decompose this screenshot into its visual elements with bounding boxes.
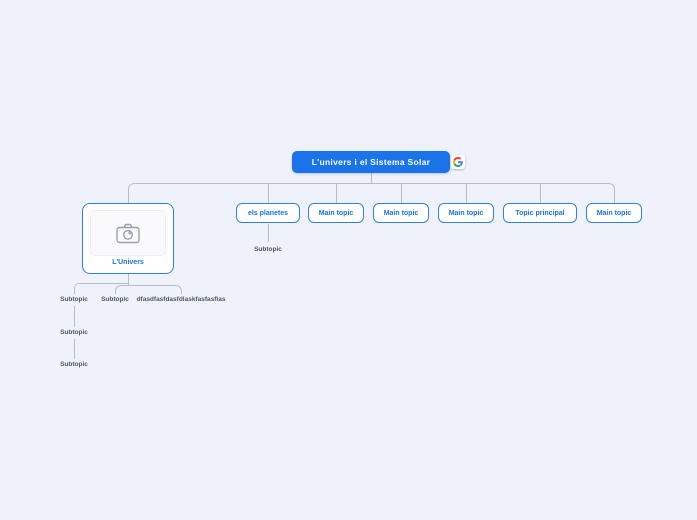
connector-drop: [267, 184, 269, 203]
subtopic-node[interactable]: Subtopic: [60, 296, 88, 303]
camera-icon: [116, 223, 140, 244]
topic-label: Topic principal: [515, 209, 565, 217]
connector-main-rail: [128, 183, 615, 203]
topic-node-topic-principal[interactable]: Topic principal: [503, 203, 577, 223]
connector-elsplanetes-stem: [267, 224, 269, 242]
google-logo-icon: [453, 157, 463, 167]
image-placeholder[interactable]: [90, 210, 166, 256]
connector-drop: [400, 184, 402, 203]
connector-drop: [539, 184, 541, 203]
connector-chain: [74, 339, 75, 359]
topic-node-main-2[interactable]: Main topic: [373, 203, 429, 223]
connector-sub-rail-left: [74, 283, 128, 294]
subtopic-node[interactable]: Subtopic: [60, 361, 88, 368]
connector-drop: [335, 184, 337, 203]
connector-imagenode-stem: [127, 274, 129, 285]
topic-label: Main topic: [448, 209, 484, 217]
root-topic-node[interactable]: L'univers i el Sistema Solar: [292, 151, 450, 173]
topic-label: Main topic: [596, 209, 632, 217]
topic-node-main-3[interactable]: Main topic: [438, 203, 494, 223]
topic-label: els planetes: [247, 209, 289, 217]
connector-drop: [465, 184, 467, 203]
subtopic-node[interactable]: dfasdfasfdasfdlaskfasfasflas: [136, 296, 226, 303]
google-attachment-chip[interactable]: [451, 155, 465, 169]
topic-node-lunivers[interactable]: L'Univers: [82, 203, 174, 274]
connector-sub-rail-right: [115, 285, 182, 294]
subtopic-node[interactable]: Subtopic: [101, 296, 129, 303]
subtopic-node[interactable]: Subtopic: [254, 246, 282, 253]
topic-label: Main topic: [318, 209, 354, 217]
root-topic-label: L'univers i el Sistema Solar: [311, 157, 431, 167]
subtopic-node[interactable]: Subtopic: [60, 329, 88, 336]
topic-node-main-4[interactable]: Main topic: [586, 203, 642, 223]
connector-chain: [74, 306, 75, 327]
topic-node-els-planetes[interactable]: els planetes: [236, 203, 300, 223]
topic-label-lunivers: L'Univers: [112, 259, 144, 266]
topic-node-main-1[interactable]: Main topic: [308, 203, 364, 223]
topic-label: Main topic: [383, 209, 419, 217]
connector-root-stem: [370, 172, 372, 184]
